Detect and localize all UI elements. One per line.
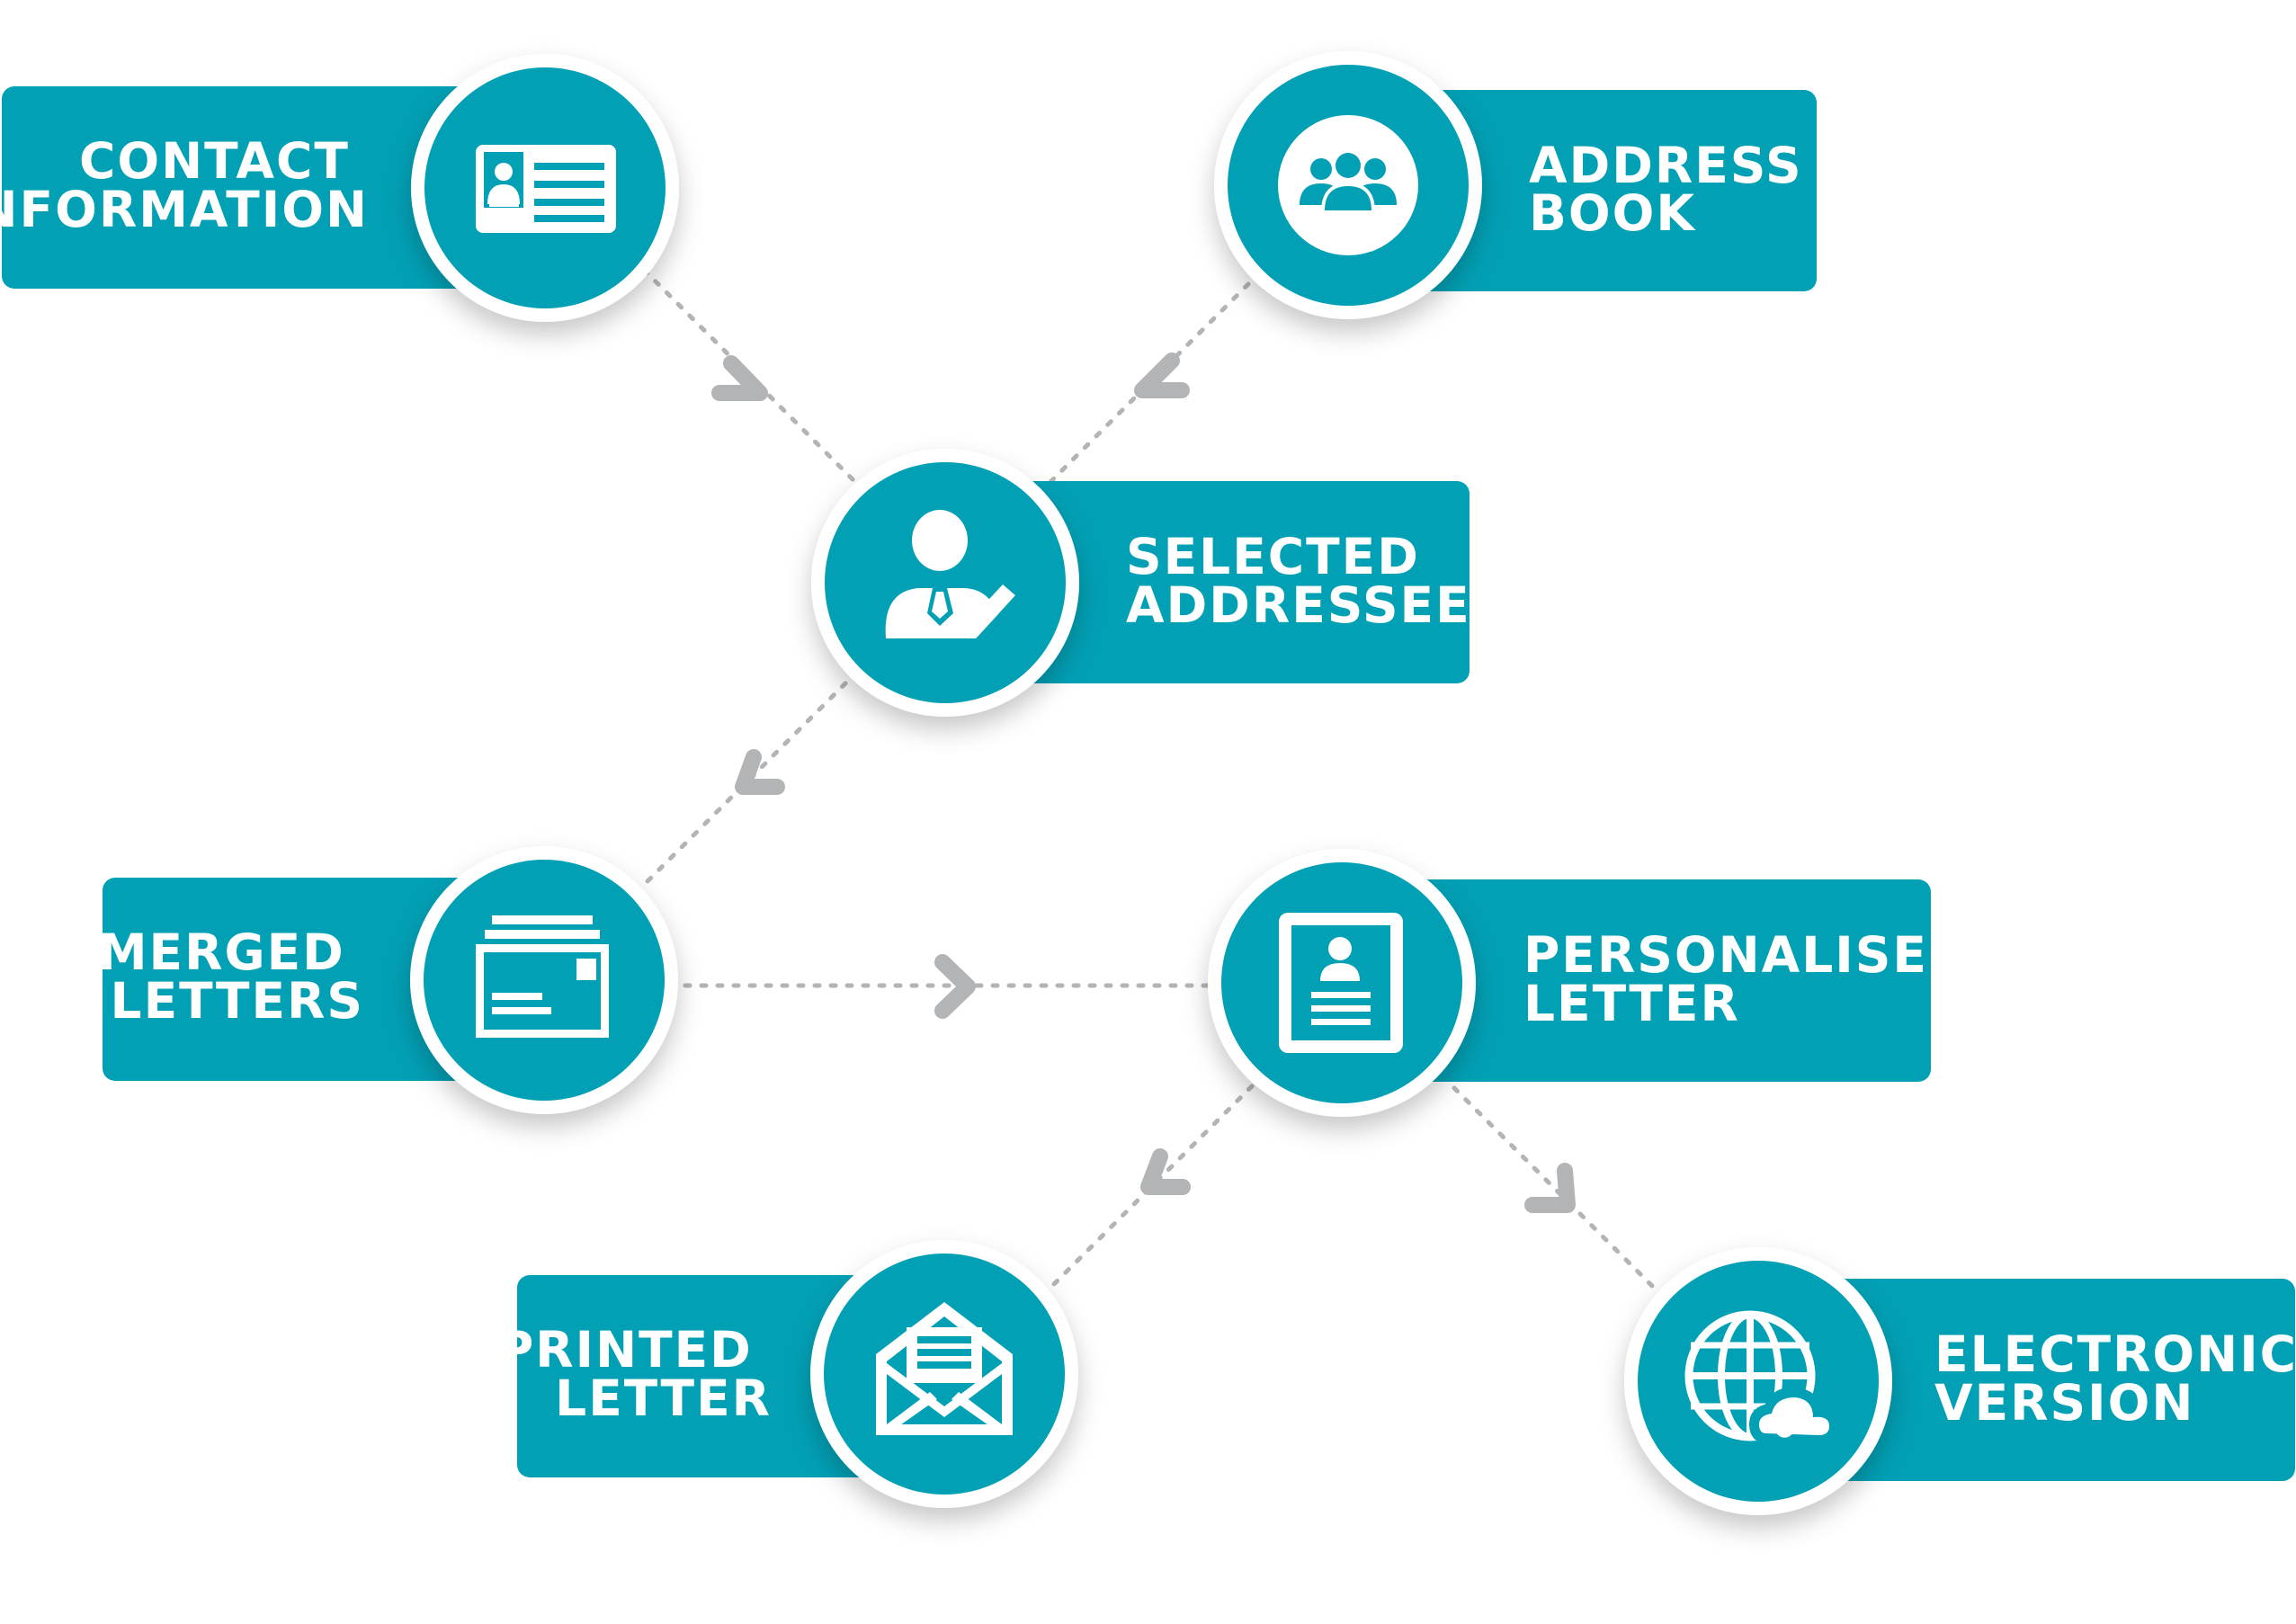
open-envelope-icon xyxy=(876,1302,1013,1435)
globe-cloud-icon xyxy=(1684,1310,1840,1446)
node-contact-information: CONTACT INFORMATION xyxy=(0,54,679,322)
flow-selected-to-merged xyxy=(638,681,848,891)
node-merged-letters: MERGED LETTERS xyxy=(98,846,678,1114)
electronic-version-label: ELECTRONIC VERSION xyxy=(1934,1325,2296,1432)
node-printed-letter: PRINTED LETTER xyxy=(497,1240,1078,1508)
flow-merged-to-personalised xyxy=(683,954,1217,1019)
node-address-book: ADDRESS BOOK xyxy=(1214,51,1822,319)
flow-contact-to-selected xyxy=(641,267,857,484)
merged-letters-label: MERGED LETTERS xyxy=(98,924,364,1030)
address-book-label: ADDRESS BOOK xyxy=(1529,137,1822,242)
node-selected-addressees: SELECTED ADDRESSEES xyxy=(811,449,1508,717)
person-check-icon xyxy=(885,510,1015,638)
flow-personalised-to-printed xyxy=(1048,1084,1255,1290)
contact-information-label: CONTACT INFORMATION xyxy=(0,132,369,238)
group-icon xyxy=(1278,115,1418,255)
connectors xyxy=(638,267,1659,1293)
node-personalised-letter: PERSONALISED LETTER xyxy=(1208,849,1990,1117)
personalised-letter-box xyxy=(1346,879,1931,1082)
letter-stack-icon xyxy=(476,915,609,1038)
personalised-letter-label: PERSONALISED LETTER xyxy=(1523,926,1990,1032)
flow-personalised-to-electronic xyxy=(1452,1085,1659,1293)
contact-information-box xyxy=(2,86,519,289)
selected-addressees-label: SELECTED ADDRESSEES xyxy=(1126,528,1508,634)
id-card-icon xyxy=(476,145,616,233)
flow-address-book-to-selected xyxy=(1046,281,1251,486)
selected-addressees-box xyxy=(945,481,1470,683)
profile-document-icon xyxy=(1279,913,1403,1053)
electronic-version-box xyxy=(1760,1279,2295,1481)
node-electronic-version: ELECTRONIC VERSION xyxy=(1624,1247,2296,1515)
printed-letter-label: PRINTED LETTER xyxy=(497,1321,772,1427)
cloud-icon xyxy=(1748,1387,1840,1446)
